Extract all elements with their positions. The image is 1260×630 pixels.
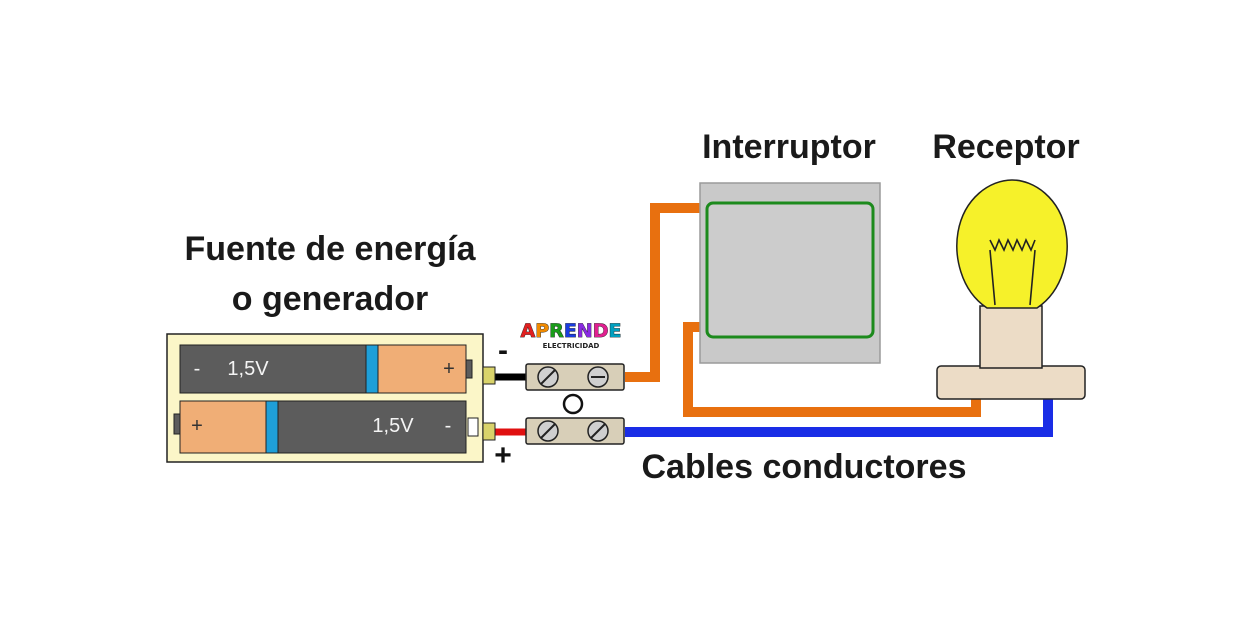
terminal-block-top <box>525 363 625 391</box>
switch-to-lamp-wire <box>683 322 981 417</box>
cables-label: Cables conductores <box>642 448 967 486</box>
source-label-line1: Fuente de energía <box>185 230 477 268</box>
battery-bottom-left-sign: + <box>191 415 203 437</box>
switch-label: Interruptor <box>702 128 876 166</box>
holder-contact-bottom <box>482 422 496 441</box>
bulb-glass <box>956 179 1068 309</box>
battery-bottom-voltage: 1,5V <box>372 415 414 437</box>
battery-top-voltage: 1,5V <box>227 358 269 380</box>
battery-top-right-sign: + <box>443 358 455 380</box>
switch-rocker <box>705 201 875 339</box>
switch <box>699 182 881 364</box>
positive-wire <box>625 398 1053 437</box>
logo-subtitle: ELECTRICIDAD <box>543 342 600 350</box>
lamp-base-plate <box>936 365 1086 400</box>
holder-contact-top <box>482 366 496 385</box>
bulb-filament <box>989 238 1036 306</box>
receiver-label: Receptor <box>932 128 1079 166</box>
terminal-link-ring <box>562 393 584 415</box>
battery-bottom-right-sign: - <box>445 415 452 437</box>
terminal-block-bottom <box>525 417 625 445</box>
positive-terminal-sign: + <box>494 439 512 472</box>
logo-title: APRENDE <box>521 320 622 342</box>
battery-bottom: + 1,5V - <box>173 400 479 454</box>
aprende-logo: APRENDE ELECTRICIDAD <box>520 320 622 350</box>
battery-top-left-sign: - <box>194 358 201 380</box>
lamp-socket <box>979 305 1043 369</box>
source-label-line2: o generador <box>232 280 428 318</box>
lamp <box>936 179 1086 400</box>
battery-top: - 1,5V + <box>179 344 473 394</box>
negative-wire <box>625 203 702 382</box>
negative-terminal-sign: - <box>498 334 508 367</box>
